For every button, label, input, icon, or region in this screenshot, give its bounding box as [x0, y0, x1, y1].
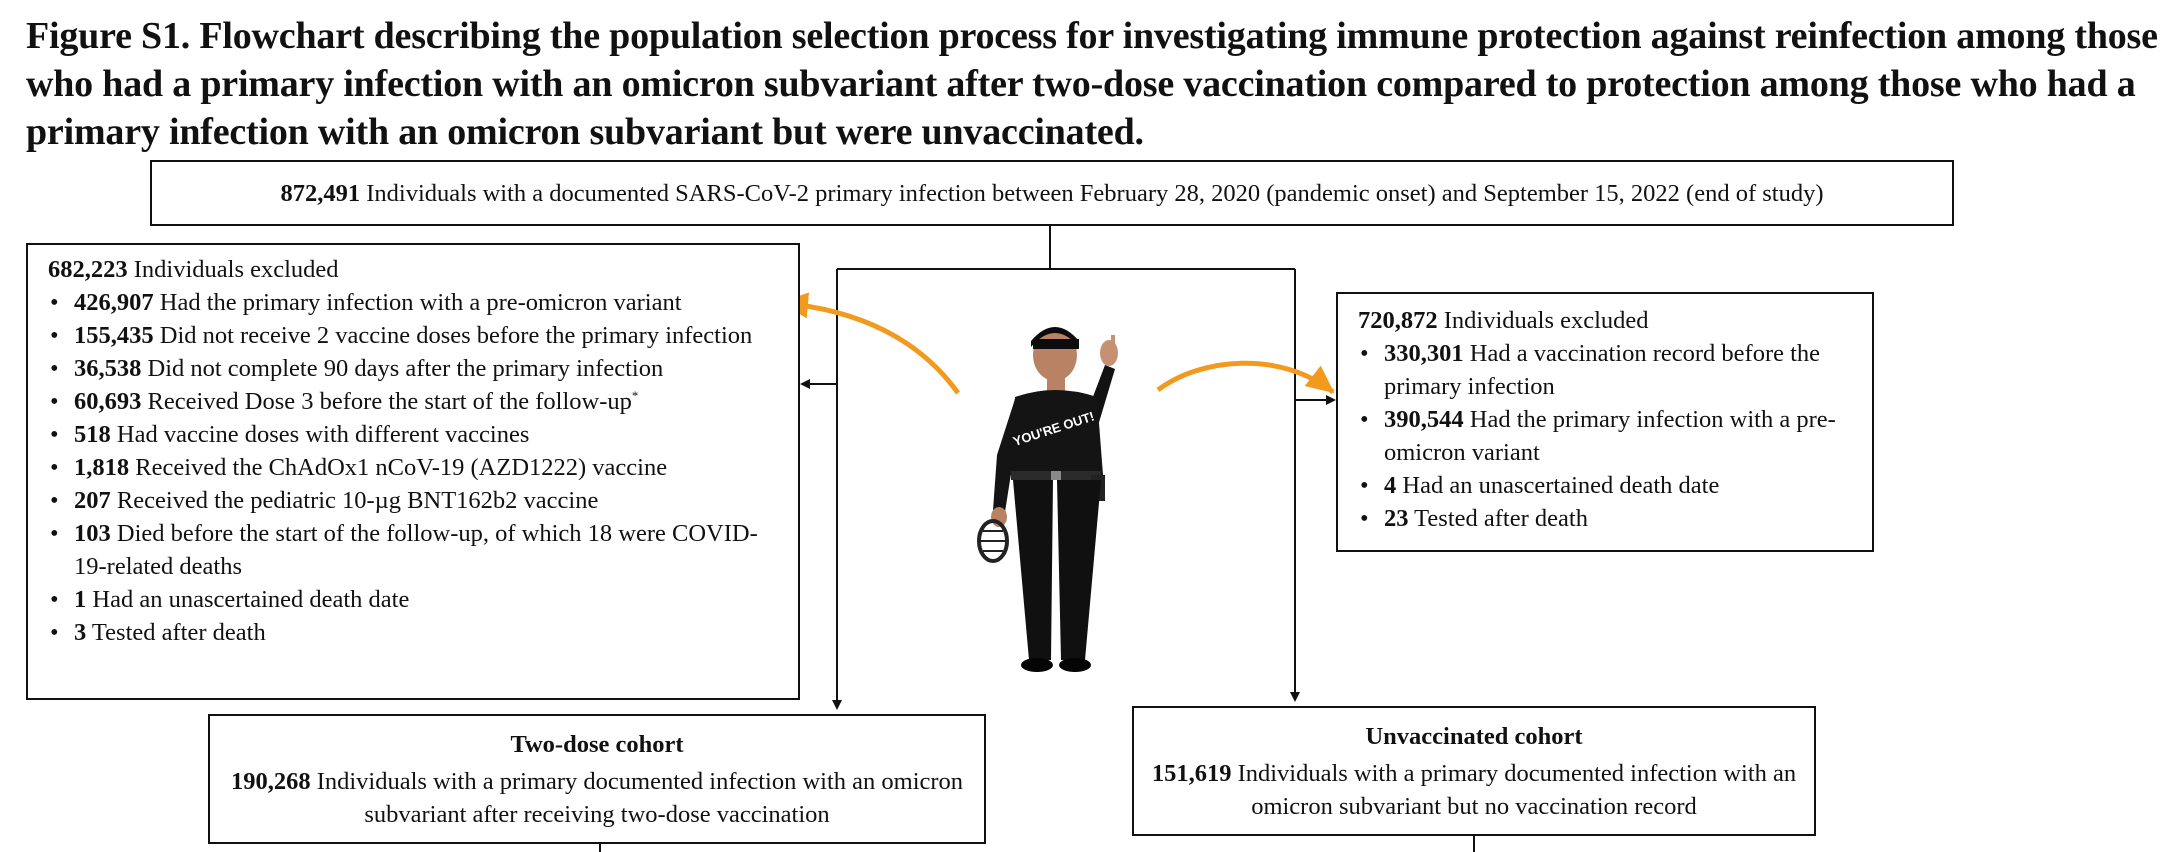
list-item: 3 Tested after death [48, 616, 778, 649]
list-item: 1 Had an unascertained death date [48, 583, 778, 616]
exclusion-header: 682,223 Individuals excluded [48, 256, 339, 283]
orange-arrow-left [780, 292, 961, 395]
list-item: 103 Died before the start of the follow-… [48, 517, 778, 583]
list-item: 330,301 Had a vaccination record before … [1358, 337, 1852, 403]
exclusion-header: 720,872 Individuals excluded [1358, 307, 1649, 334]
list-item: 36,538 Did not complete 90 days after th… [48, 352, 778, 385]
cohort-title: Unvaccinated cohort [1365, 723, 1583, 750]
list-item: 518 Had vaccine doses with different vac… [48, 418, 778, 451]
list-item: 23 Tested after death [1358, 502, 1852, 535]
cohort-count: 151,619 [1151, 760, 1232, 787]
orange-arrow-right [1156, 360, 1335, 394]
list-item: 207 Received the pediatric 10-µg BNT162b… [48, 484, 778, 517]
list-item: 1,818 Received the ChAdOx1 nCoV-19 (AZD1… [48, 451, 778, 484]
cohort-text: Individuals with a primary documented in… [310, 768, 964, 828]
cohort-title: Two-dose cohort [510, 731, 684, 758]
unvaccinated-exclusion-box: 720,872 Individuals excluded 330,301 Had… [1336, 292, 1874, 552]
unvaccinated-cohort-box: Unvaccinated cohort 151,619 Individuals … [1132, 706, 1816, 836]
two-dose-cohort-box: Two-dose cohort 190,268 Individuals with… [208, 714, 986, 844]
footnote-marker: * [631, 387, 639, 403]
list-item: 60,693 Received Dose 3 before the start … [48, 385, 778, 418]
cohort-count: 190,268 [230, 768, 311, 795]
figure-title: Figure S1. Flowchart describing the popu… [26, 15, 2158, 153]
exclusion-list: 426,907 Had the primary infection with a… [48, 286, 778, 649]
cohort-text: Individuals with a primary documented in… [1231, 760, 1797, 820]
list-item: 4 Had an unascertained death date [1358, 469, 1852, 502]
source-text: Individuals with a documented SARS-CoV-2… [360, 179, 1824, 207]
source-count: 872,491 [280, 179, 361, 207]
list-item: 390,544 Had the primary infection with a… [1358, 403, 1852, 469]
exclusion-list: 330,301 Had a vaccination record before … [1358, 337, 1852, 535]
list-item: 155,435 Did not receive 2 vaccine doses … [48, 319, 778, 352]
list-item: 426,907 Had the primary infection with a… [48, 286, 778, 319]
population-source-box: 872,491 Individuals with a documented SA… [150, 160, 1954, 226]
umpire-figure-icon: YOU'RE OUT! [977, 327, 1118, 672]
two-dose-exclusion-box: 682,223 Individuals excluded 426,907 Had… [26, 243, 800, 700]
